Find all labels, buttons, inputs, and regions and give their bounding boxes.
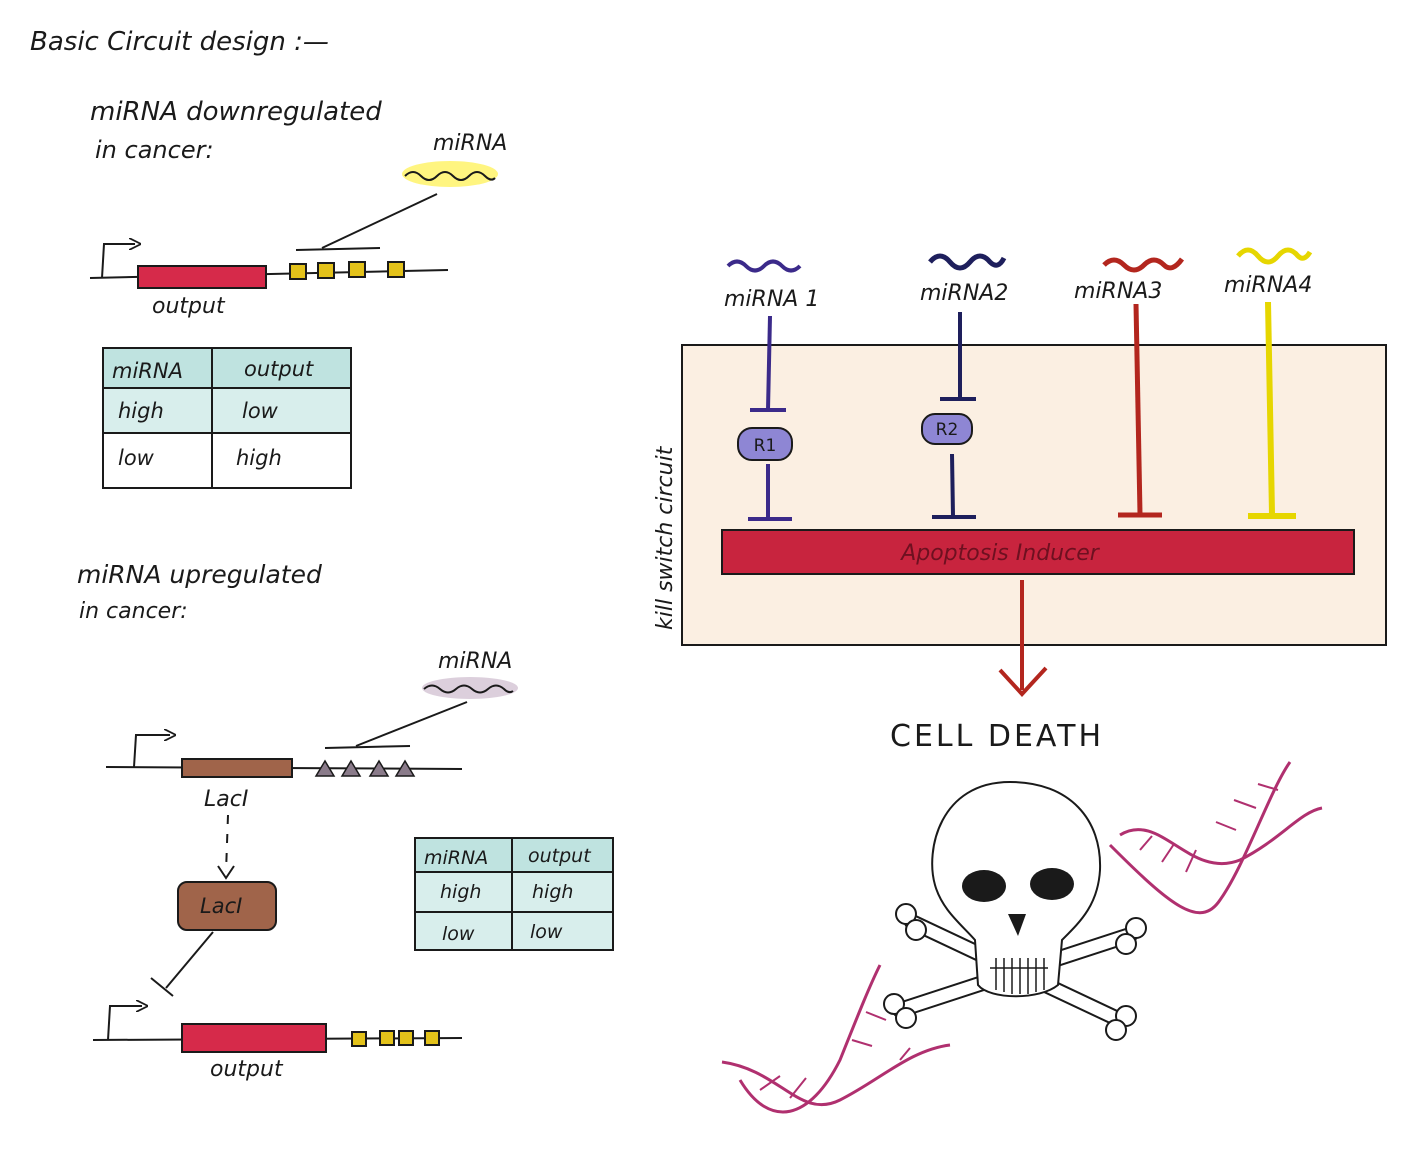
repressor-r2 xyxy=(921,413,973,445)
down-table-header-output: output xyxy=(244,357,314,381)
target-site-row xyxy=(289,261,405,280)
mirna-squiggle-icon xyxy=(423,684,514,694)
mirna-squiggle-icon xyxy=(1236,247,1313,265)
down-table-cell: high xyxy=(236,446,282,470)
mirna-4-branch: miRNA4 xyxy=(1224,247,1313,519)
up-heading-line1: miRNA upregulated xyxy=(77,560,322,589)
repressor-r2-label: R2 xyxy=(936,420,959,440)
kill-mirna-label: miRNA2 xyxy=(920,281,1008,306)
kill-mirna-label: miRNA 1 xyxy=(724,287,819,312)
up-table-cell: low xyxy=(530,921,563,943)
up-mirna-label: miRNA xyxy=(438,649,512,674)
dna-helix-icon xyxy=(721,964,951,1114)
up-table-cell: high xyxy=(532,881,573,903)
up-table-cell: low xyxy=(442,923,475,945)
down-heading-line2: in cancer: xyxy=(95,136,214,164)
repressor-r1 xyxy=(737,427,793,461)
up-table-header-mirna: miRNA xyxy=(424,847,488,869)
up-table-cell: high xyxy=(440,881,481,903)
promoter-arrow-icon xyxy=(101,244,135,279)
down-heading-line1: miRNA downregulated xyxy=(90,97,382,127)
up-truth-table: miRNA output high high low low xyxy=(414,837,614,951)
page-title: Basic Circuit design :— xyxy=(30,27,329,57)
output-gene xyxy=(137,265,267,289)
mirna-squiggle-icon xyxy=(404,171,496,181)
output-gene xyxy=(181,1023,327,1053)
target-triangle-row xyxy=(314,759,416,777)
down-output-label: output xyxy=(152,294,226,319)
down-table-cell: low xyxy=(118,446,155,470)
cell-death-label: CELL DEATH xyxy=(890,719,1104,754)
skull-crossbones-icon xyxy=(883,780,1147,1041)
repressor-r1-label: R1 xyxy=(754,436,777,456)
down-table-header-mirna: miRNA xyxy=(112,359,183,383)
mirna-2-branch: miRNA2 R2 xyxy=(920,253,1008,519)
down-table-cell: high xyxy=(118,399,164,423)
down-section: miRNA downregulated in cancer: miRNA out… xyxy=(89,97,507,489)
down-truth-table: miRNA output high low low high xyxy=(102,347,352,489)
laci-gene xyxy=(181,758,293,778)
mirna-1-branch: miRNA 1 R1 xyxy=(724,259,819,521)
up-section: miRNA upregulated in cancer: miRNA LacI … xyxy=(77,560,614,1082)
mirna-squiggle-icon xyxy=(928,253,1007,271)
kill-switch-side-label: kill switch circuit xyxy=(653,445,678,630)
kill-switch-circuit: kill switch circuit Apoptosis Inducer mi… xyxy=(653,247,1387,697)
target-site-row xyxy=(351,1030,440,1047)
mirna-3-branch: miRNA3 xyxy=(1074,257,1185,518)
laci-protein-label: LacI xyxy=(200,894,242,918)
dna-helix-icon xyxy=(1108,761,1323,915)
kill-mirna-label: miRNA3 xyxy=(1074,279,1162,304)
up-table-header-output: output xyxy=(528,845,592,867)
down-mirna-label: miRNA xyxy=(433,131,507,156)
apoptosis-inducer-bar xyxy=(721,529,1355,575)
promoter-arrow-icon xyxy=(107,1006,142,1041)
down-table-cell: low xyxy=(242,399,279,423)
up-output-label: output xyxy=(210,1057,284,1082)
laci-protein xyxy=(177,881,277,931)
laci-gene-label: LacI xyxy=(204,787,248,812)
kill-mirna-label: miRNA4 xyxy=(1224,273,1312,298)
apoptosis-inducer-label: Apoptosis Inducer xyxy=(899,541,1101,566)
promoter-arrow-icon xyxy=(133,735,170,768)
up-heading-line2: in cancer: xyxy=(79,599,188,624)
kill-switch-panel xyxy=(681,344,1387,646)
mirna-squiggle-icon xyxy=(726,259,802,273)
mirna-squiggle-icon xyxy=(1102,257,1185,273)
